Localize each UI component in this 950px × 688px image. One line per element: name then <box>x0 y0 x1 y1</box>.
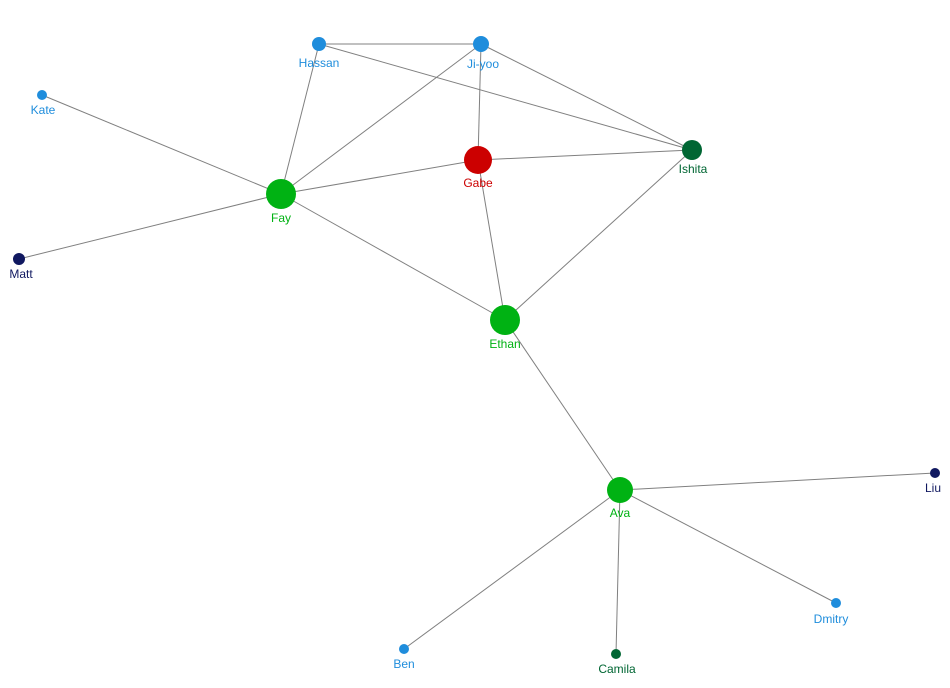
graph-edge <box>280 43 482 195</box>
graph-node-liu[interactable] <box>930 468 940 478</box>
graph-node-label-gabe: Gabe <box>463 176 493 190</box>
graph-node-gabe[interactable] <box>464 146 492 174</box>
graph-node-label-hassan: Hassan <box>298 56 340 70</box>
graph-node-label-ava: Ava <box>609 506 631 520</box>
graph-node-ethan[interactable] <box>490 305 520 335</box>
graph-node-camila[interactable] <box>611 649 621 659</box>
graph-edge <box>18 193 282 260</box>
graph-node-ava[interactable] <box>607 477 633 503</box>
graph-edge <box>280 43 320 195</box>
graph-edge <box>41 94 282 195</box>
graph-node-label-ben: Ben <box>393 657 415 671</box>
graph-edge <box>280 159 479 195</box>
graph-node-label-dmitry: Dmitry <box>813 612 849 626</box>
graph-edge <box>318 43 693 151</box>
graph-edge <box>403 489 621 650</box>
graph-node-label-ishita: Ishita <box>678 162 708 176</box>
graph-edge <box>619 489 837 604</box>
graph-node-label-camila: Camila <box>598 662 636 676</box>
graph-node-hassan[interactable] <box>312 37 326 51</box>
graph-edge <box>477 43 482 161</box>
graph-node-label-matt: Matt <box>9 267 33 281</box>
graph-node-ishita[interactable] <box>682 140 702 160</box>
graph-node-kate[interactable] <box>37 90 47 100</box>
edge-layer <box>18 43 936 655</box>
graph-edge <box>504 319 621 491</box>
graph-node-jiyoo[interactable] <box>473 36 489 52</box>
graph-edge <box>615 489 621 655</box>
graph-edge <box>619 472 936 491</box>
graph-node-ben[interactable] <box>399 644 409 654</box>
graph-edge <box>504 149 693 321</box>
graph-node-fay[interactable] <box>266 179 296 209</box>
graph-edge <box>477 149 693 161</box>
node-layer <box>13 36 940 659</box>
graph-node-matt[interactable] <box>13 253 25 265</box>
graph-edge <box>477 159 506 321</box>
graph-node-label-kate: Kate <box>30 103 56 117</box>
graph-edge <box>480 43 693 151</box>
graph-node-label-fay: Fay <box>270 211 292 225</box>
graph-node-label-jiyoo: Ji-yoo <box>466 57 500 71</box>
graph-node-label-liu: Liu <box>924 481 942 495</box>
graph-node-label-ethan: Ethan <box>489 337 521 351</box>
graph-node-dmitry[interactable] <box>831 598 841 608</box>
graph-edge <box>280 193 506 321</box>
